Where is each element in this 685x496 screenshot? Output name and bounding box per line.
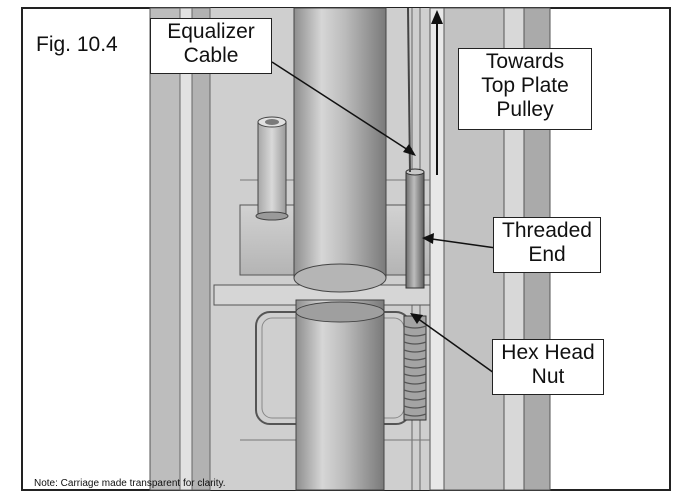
towards-top-plate-pulley-label: Towards Top Plate Pulley	[458, 48, 592, 130]
threaded-end-leader-line	[431, 238, 497, 249]
figure-note: Note: Carriage made transparent for clar…	[34, 478, 226, 489]
equalizer-cable	[407, 7, 411, 173]
left-channel-wall	[149, 7, 181, 491]
figure-number: Fig. 10.4	[34, 33, 120, 57]
threaded-end-label: Threaded End	[493, 217, 601, 273]
equalizer-cable-label: Equalizer Cable	[150, 18, 272, 74]
guide-post	[257, 121, 287, 219]
hex-head-nut	[403, 315, 427, 421]
cable-leader-line	[271, 61, 409, 151]
main-cylinder-upper	[293, 7, 387, 279]
hex-head-nut-label: Hex Head Nut	[492, 339, 604, 395]
main-cylinder-lower	[295, 299, 385, 491]
up-arrow-icon	[431, 10, 443, 175]
nut-leader-line	[416, 317, 495, 374]
threaded-rod	[405, 171, 425, 289]
